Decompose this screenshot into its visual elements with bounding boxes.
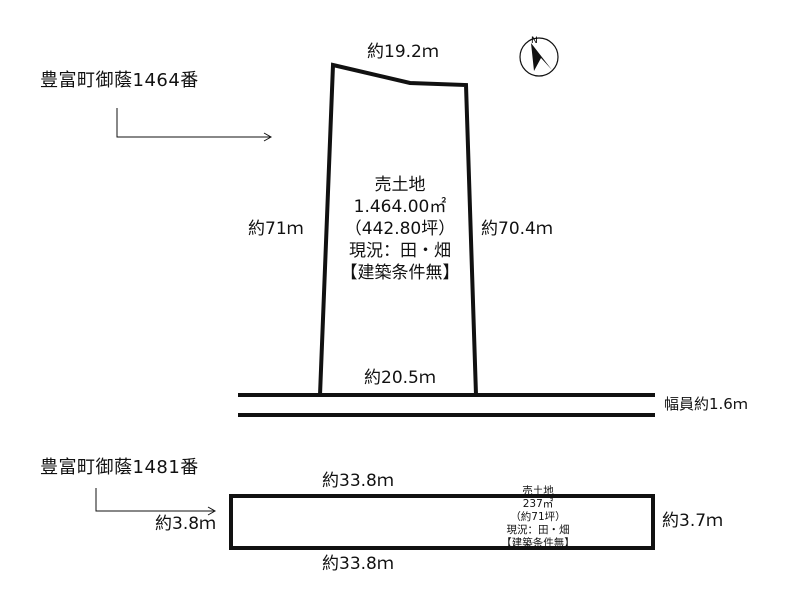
plot-1-status: 現況：田・畑 bbox=[349, 241, 451, 261]
plot-1-top-dimension: 約19.2ｍ bbox=[367, 42, 439, 62]
plot-1-address: 豊富町御蔭1464番 bbox=[40, 70, 199, 91]
north-arrow-icon: N bbox=[519, 36, 559, 77]
plot-2-boundary bbox=[229, 494, 655, 550]
plot-2-type: 売土地 bbox=[522, 485, 554, 497]
compass-north-label: N bbox=[531, 36, 538, 46]
plot-2-info: 売土地 237㎡ （約71坪） 現況：田・畑 【建築条件無】 bbox=[488, 485, 588, 550]
arrow-icon bbox=[95, 488, 217, 516]
plot-1-condition: 【建築条件無】 bbox=[340, 263, 460, 283]
plot-2-area-tsubo: （約71坪） bbox=[510, 511, 566, 523]
plot-2-address: 豊富町御蔭1481番 bbox=[40, 457, 199, 478]
plot-2-bottom-dimension: 約33.8ｍ bbox=[322, 554, 394, 574]
plot-2-top-dimension: 約33.8ｍ bbox=[322, 471, 394, 491]
arrow-icon bbox=[116, 108, 273, 142]
plot-1-area-m2: 1.464.00㎡ bbox=[353, 197, 447, 217]
plot-1-info: 売土地 1.464.00㎡ （442.80坪） 現況：田・畑 【建築条件無】 bbox=[330, 174, 470, 284]
plot-2-status: 現況：田・畑 bbox=[506, 524, 570, 536]
plot-1-right-dimension: 約70.4ｍ bbox=[481, 219, 553, 239]
plot-1-bottom-dimension: 約20.5ｍ bbox=[364, 368, 436, 388]
plot-1-left-dimension: 約71ｍ bbox=[248, 219, 304, 239]
plot-1-boundary bbox=[317, 62, 479, 397]
road-width-label: 幅員約1.6ｍ bbox=[664, 395, 748, 413]
plot-2-right-dimension: 約3.7ｍ bbox=[662, 511, 724, 531]
plot-2-area-m2: 237㎡ bbox=[522, 498, 554, 510]
plot-2-condition: 【建築条件無】 bbox=[501, 537, 575, 549]
plot-1-type: 売土地 bbox=[374, 175, 426, 195]
plot-2-left-dimension: 約3.8ｍ bbox=[155, 514, 217, 534]
plot-1-area-tsubo: （442.80坪） bbox=[344, 219, 456, 239]
